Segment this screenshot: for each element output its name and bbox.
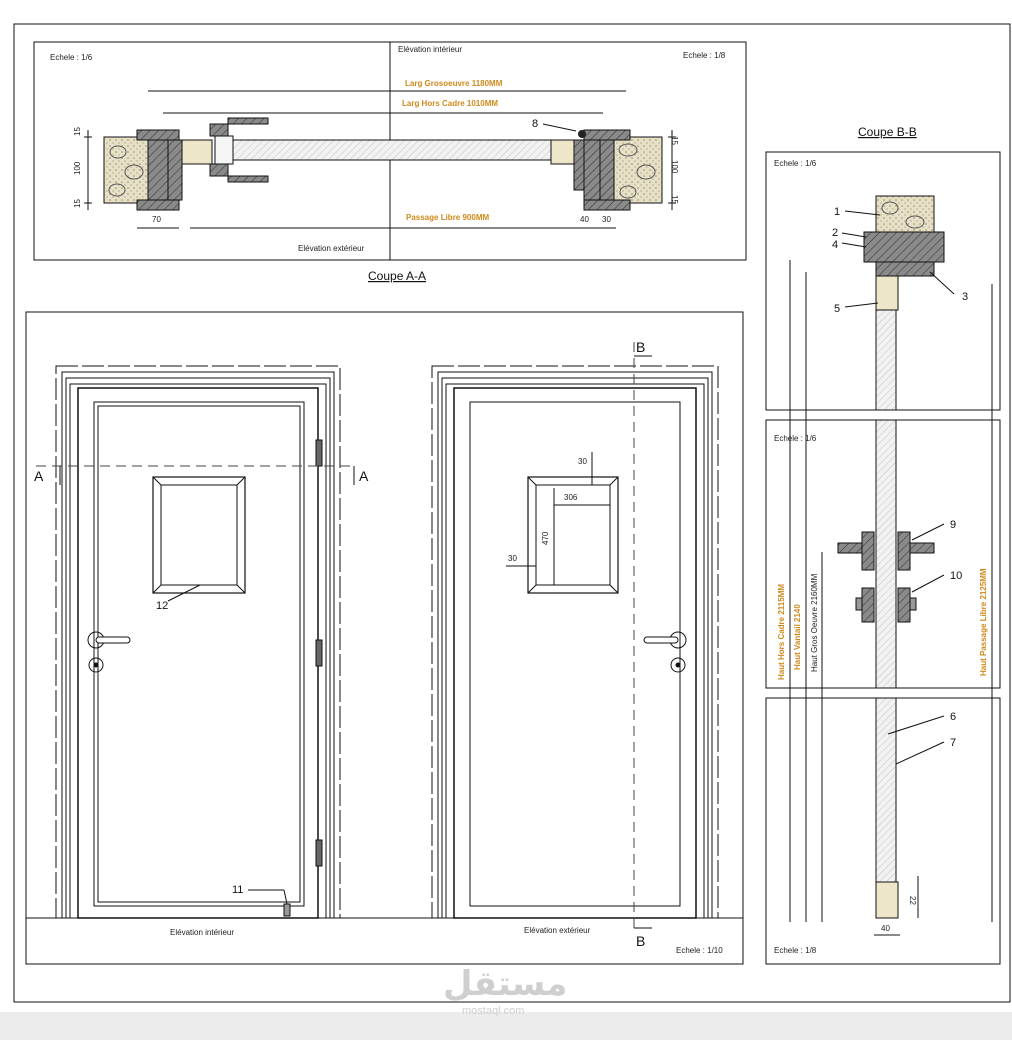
hinge-bottom — [209, 163, 229, 177]
left-frame-bottom — [136, 199, 180, 211]
title-coupe-aa: Coupe A-A — [368, 269, 426, 283]
hinge-3 — [315, 839, 323, 867]
door-leaf-exterior — [469, 401, 681, 907]
plan-scale-left: Echele : 1/6 — [50, 53, 93, 62]
lever-right — [909, 542, 935, 554]
dim-470: 470 — [541, 531, 550, 545]
haut-hors-cadre: Haut Hors Cadre 2115MM — [777, 584, 786, 680]
cylinder-left — [861, 587, 875, 623]
callout-2: 2 — [832, 227, 838, 239]
dim-15-bot-left: 15 — [73, 199, 82, 208]
lever-handle-interior — [95, 636, 131, 644]
title-coupe-bb: Coupe B-B — [858, 125, 917, 139]
right-frame-bottom — [583, 199, 631, 211]
elevation-scale: Echele : 1/10 — [676, 946, 723, 955]
callout-12: 12 — [156, 600, 168, 612]
section-scale-top: Echele : 1/6 — [774, 159, 817, 168]
lever-left — [837, 542, 863, 554]
elevation-view: 12 11 A A Elévation intérieur — [25, 311, 744, 965]
vision-panel-exterior — [527, 476, 619, 594]
dim-15-bot-right: 15 — [670, 195, 679, 204]
dim-70: 70 — [152, 215, 161, 224]
elevation-frame — [25, 311, 744, 965]
right-frame-top — [583, 129, 631, 141]
dim-larg-hors-cadre: Larg Hors Cadre 1010MM — [402, 99, 498, 108]
plan-scale-right: Echele : 1/8 — [683, 51, 726, 60]
hinge-2 — [315, 639, 323, 667]
haut-passage-libre: Haut Passage Libre 2125MM — [979, 568, 988, 676]
callout-10: 10 — [950, 570, 962, 582]
mark-a-right: A — [359, 468, 369, 484]
dim-40-bottom: 40 — [881, 924, 890, 933]
handle-rose-left — [861, 531, 875, 571]
callout-11: 11 — [232, 884, 243, 896]
dim-100-left: 100 — [73, 161, 82, 175]
callout-6: 6 — [950, 711, 956, 723]
right-jamb — [583, 139, 601, 201]
door-leaf-section — [232, 139, 552, 161]
left-jamb — [147, 139, 169, 201]
sheet-border — [13, 23, 1011, 1003]
callout-4: 4 — [832, 239, 838, 251]
handle-rose-right — [897, 531, 911, 571]
haut-gros-oeuvre: Haut Gros Oeuvre 2160MM — [810, 573, 819, 672]
section-scale-bottom: Echele : 1/8 — [774, 946, 817, 955]
hinge-top — [209, 123, 229, 137]
mark-a-left: A — [34, 468, 44, 484]
gasket-8 — [578, 130, 586, 138]
mark-b-bottom: B — [636, 933, 645, 949]
bottom-seal — [875, 881, 899, 919]
leaf-section-top — [875, 309, 897, 411]
section-bb-view: Coupe B-B Echele : 1/6 Echele : 1/6 Eche… — [765, 125, 1001, 965]
dim-passage-libre: Passage Libre 900MM — [406, 213, 489, 222]
vision-panel-interior — [152, 476, 246, 594]
dim-306: 306 — [564, 493, 578, 502]
watermark: مستقل mostaql.com — [443, 965, 567, 1017]
callout-5: 5 — [834, 303, 840, 315]
dim-30-top: 30 — [578, 457, 587, 466]
dim-30: 30 — [602, 215, 611, 224]
section-scale-mid: Echele : 1/6 — [774, 434, 817, 443]
watermark-arabic: مستقل — [443, 965, 567, 1003]
callout-7: 7 — [950, 737, 956, 749]
lever-handle-exterior — [643, 636, 679, 644]
head-seal — [875, 275, 899, 311]
callout-1: 1 — [834, 206, 840, 218]
callout-8: 8 — [532, 118, 538, 130]
dim-larg-gros-oeuvre: Larg Grosoeuvre 1180MM — [405, 79, 503, 88]
dim-22: 22 — [908, 896, 917, 905]
leaf-section-bottom — [875, 697, 897, 883]
label-elev-interior: Elévation intérieur — [170, 928, 234, 937]
leaf-section-mid — [875, 419, 897, 689]
plan-view: Echele : 1/6 Echele : 1/8 Elévation inté… — [33, 41, 747, 283]
hinge-1 — [315, 439, 323, 467]
key-cylinder-exterior — [670, 657, 686, 673]
door-exterior: 30 306 470 30 B B Elévation extérieur Ec… — [431, 339, 723, 955]
haut-vantail: Haut Vantail 2140 — [793, 604, 802, 670]
callout-9: 9 — [950, 519, 956, 531]
head-frame — [863, 231, 945, 263]
cylinder-right — [897, 587, 911, 623]
dim-15-top-left: 15 — [73, 127, 82, 136]
left-frame-top — [136, 129, 180, 141]
key-cylinder-interior — [88, 657, 104, 673]
callout-3: 3 — [962, 291, 968, 303]
mark-b-top: B — [636, 339, 645, 355]
dim-40: 40 — [580, 215, 589, 224]
label-elev-exterior: Elévation extérieur — [524, 926, 591, 935]
door-interior: 12 11 A A Elévation intérieur — [34, 365, 369, 937]
door-stop-11 — [283, 903, 291, 917]
dim-30-left: 30 — [508, 554, 517, 563]
plan-label-exterior: Elévation extérieur — [298, 244, 365, 253]
dim-100-right: 100 — [670, 160, 679, 174]
plan-label-interior: Elévation intérieur — [398, 45, 462, 54]
door-leaf-interior — [93, 401, 305, 907]
watermark-latin: mostaql.com — [462, 1005, 524, 1017]
dim-15-top-right: 15 — [670, 136, 679, 145]
